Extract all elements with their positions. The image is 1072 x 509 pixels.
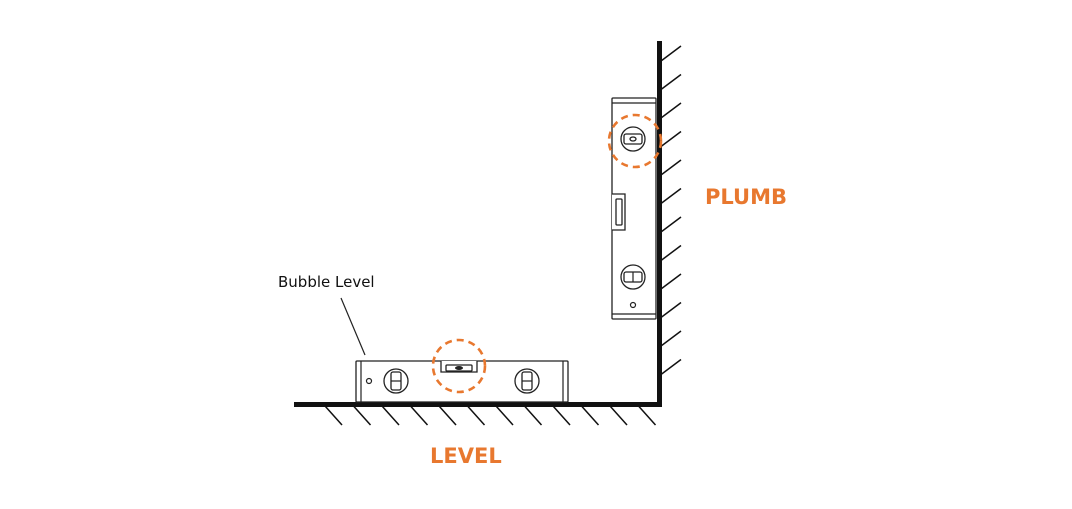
wall-hatch-mark [660,330,682,347]
floor-hatch-mark [381,405,400,426]
floor-hatch-mark [438,405,457,426]
floor-hatch-mark [523,405,543,426]
floor-hatch-mark [352,405,372,426]
wall-surface [657,41,682,407]
plumb-bubble-highlight [607,113,663,169]
wall-hatch-mark [660,244,682,262]
floor-hatching [324,405,657,426]
floor-hatch-mark [466,405,486,426]
level-bubble-highlight [431,338,487,394]
level-label: LEVEL [430,444,502,468]
bubble-level-label: Bubble Level [278,273,375,291]
wall-hatch-mark [660,159,682,176]
wall-hatch-mark [660,45,682,62]
floor-hatch-mark [495,405,514,426]
wall-hatch-mark [660,187,682,205]
floor-hatch-mark [637,405,657,426]
wall-hatch-mark [660,301,682,319]
wall-hatch-mark [660,273,682,290]
wall-hatching [660,45,682,376]
wall-hatch-mark [660,102,682,119]
wall-hatch-mark [660,358,682,376]
wall-hatch-mark [660,73,682,91]
floor-hatch-mark [409,405,429,426]
floor-surface [294,402,662,426]
floor-hatch-mark [324,405,343,426]
plumb-label: PLUMB [705,185,787,209]
bubble-level-leader [340,297,366,356]
floor-hatch-mark [609,405,628,426]
wall-hatch-mark [660,216,682,233]
floor-hatch-mark [552,405,571,426]
floor-hatch-mark [580,405,600,426]
bubble-level-tool [355,360,569,403]
plumb-level-tool [611,97,657,320]
wall-hatch-mark [660,130,682,148]
